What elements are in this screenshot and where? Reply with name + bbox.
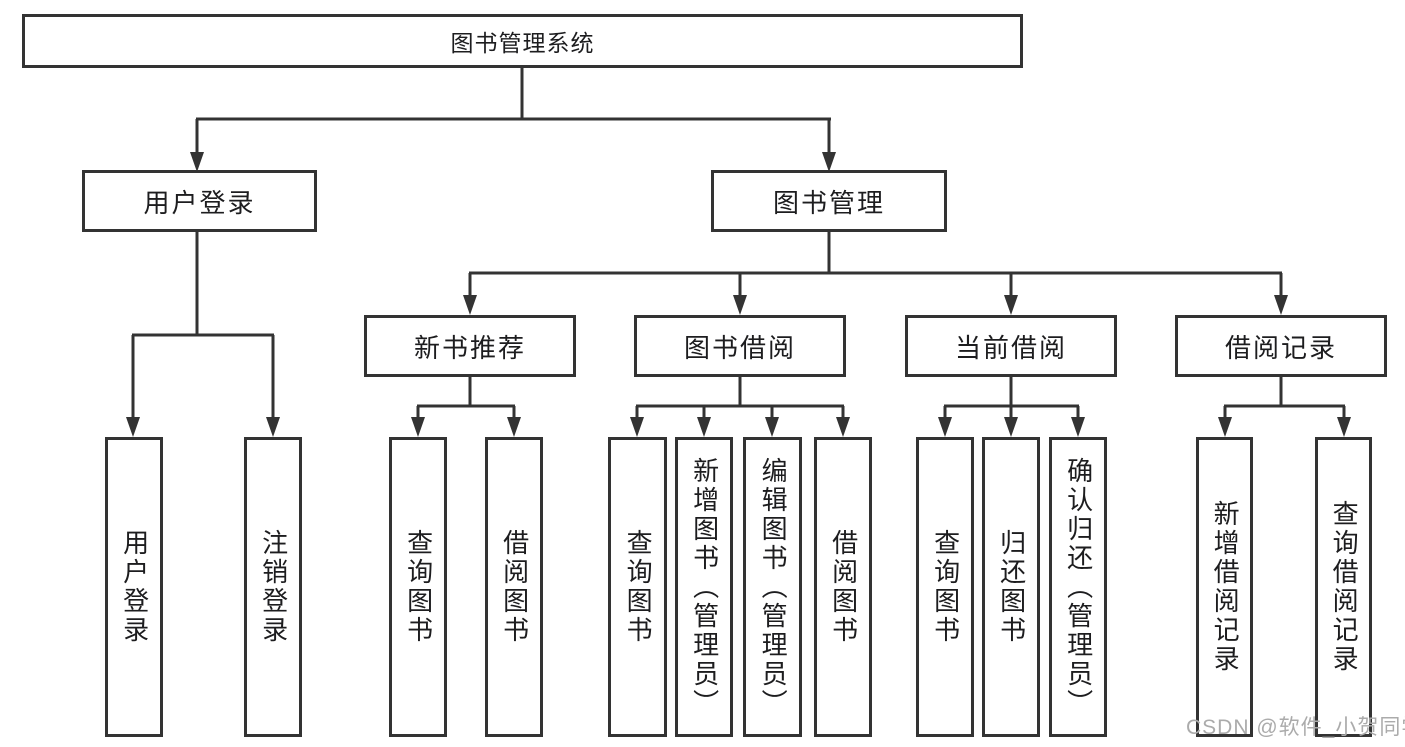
node-book-borrow-label: 图书借阅 — [683, 332, 796, 363]
node-new-book-recommend-label: 新书推荐 — [413, 332, 526, 363]
arrow-down-icon — [697, 417, 711, 437]
arrow-down-icon — [630, 417, 644, 437]
leaf-label: 编辑图书（管理员） — [758, 456, 789, 718]
connector-currentborrow-to-leaves — [943, 377, 1080, 418]
leaf-query-book-recommend: 查询图书 — [389, 437, 447, 737]
arrow-down-icon — [411, 417, 425, 437]
connector-root-to-level2 — [195, 68, 831, 153]
node-borrow-record-label: 借阅记录 — [1224, 332, 1337, 363]
leaf-label: 注销登录 — [258, 529, 289, 645]
arrow-down-icon — [266, 417, 280, 437]
arrow-down-icon — [126, 417, 140, 437]
node-book-management-label: 图书管理 — [772, 187, 885, 218]
leaf-label: 查询图书 — [403, 529, 434, 645]
node-borrow-record: 借阅记录 — [1175, 315, 1387, 377]
leaf-borrow-book: 借阅图书 — [814, 437, 872, 737]
node-user-login: 用户登录 — [82, 170, 317, 232]
leaf-query-book-borrow: 查询图书 — [608, 437, 667, 737]
node-current-borrow: 当前借阅 — [905, 315, 1117, 377]
leaf-add-book-admin: 新增图书（管理员） — [675, 437, 733, 737]
arrow-down-icon — [938, 417, 952, 437]
arrow-down-icon — [822, 152, 836, 172]
connector-bookmgmt-to-level3 — [468, 232, 1283, 296]
leaf-user-login: 用户登录 — [105, 437, 163, 737]
node-user-login-label: 用户登录 — [143, 187, 256, 218]
connector-newbook-to-leaves — [416, 377, 516, 418]
leaf-borrow-book-recommend: 借阅图书 — [485, 437, 543, 737]
arrow-down-icon — [1004, 417, 1018, 437]
arrow-down-icon — [507, 417, 521, 437]
node-book-management: 图书管理 — [711, 170, 947, 232]
arrow-down-icon — [1274, 295, 1288, 315]
leaf-label: 查询图书 — [930, 529, 961, 645]
leaf-add-borrow-record: 新增借阅记录 — [1196, 437, 1253, 737]
leaf-label: 新增借阅记录 — [1210, 500, 1241, 674]
leaf-logout: 注销登录 — [244, 437, 302, 737]
leaf-label: 用户登录 — [119, 529, 150, 645]
leaf-label: 查询图书 — [623, 529, 654, 645]
leaf-edit-book-admin: 编辑图书（管理员） — [743, 437, 802, 737]
arrow-down-icon — [733, 295, 747, 315]
arrow-down-icon — [463, 295, 477, 315]
leaf-label: 归还图书 — [996, 529, 1027, 645]
arrow-down-icon — [190, 152, 204, 172]
arrow-down-icon — [1337, 417, 1351, 437]
leaf-label: 借阅图书 — [828, 529, 859, 645]
leaf-query-book-current: 查询图书 — [916, 437, 974, 737]
node-new-book-recommend: 新书推荐 — [364, 315, 576, 377]
arrow-down-icon — [765, 417, 779, 437]
leaf-query-borrow-record: 查询借阅记录 — [1315, 437, 1372, 737]
watermark: CSDN @软件_小贺同学 — [1186, 716, 1405, 739]
connector-bookborrow-to-leaves — [635, 377, 845, 418]
arrow-down-icon — [1071, 417, 1085, 437]
connector-borrowrecord-to-leaves — [1223, 377, 1346, 418]
connector-userlogin-to-leaves — [131, 232, 275, 418]
leaf-return-book: 归还图书 — [982, 437, 1040, 737]
node-root-label: 图书管理系统 — [450, 30, 595, 56]
node-current-borrow-label: 当前借阅 — [954, 332, 1067, 363]
node-book-borrow: 图书借阅 — [634, 315, 846, 377]
node-root: 图书管理系统 — [22, 14, 1023, 68]
leaf-label: 新增图书（管理员） — [689, 456, 720, 718]
leaf-label: 查询借阅记录 — [1329, 500, 1360, 674]
arrow-down-icon — [1218, 417, 1232, 437]
arrow-down-icon — [1004, 295, 1018, 315]
leaf-label: 借阅图书 — [499, 529, 530, 645]
arrow-down-icon — [836, 417, 850, 437]
leaf-label: 确认归还（管理员） — [1063, 456, 1094, 718]
leaf-confirm-return-admin: 确认归还（管理员） — [1049, 437, 1107, 737]
